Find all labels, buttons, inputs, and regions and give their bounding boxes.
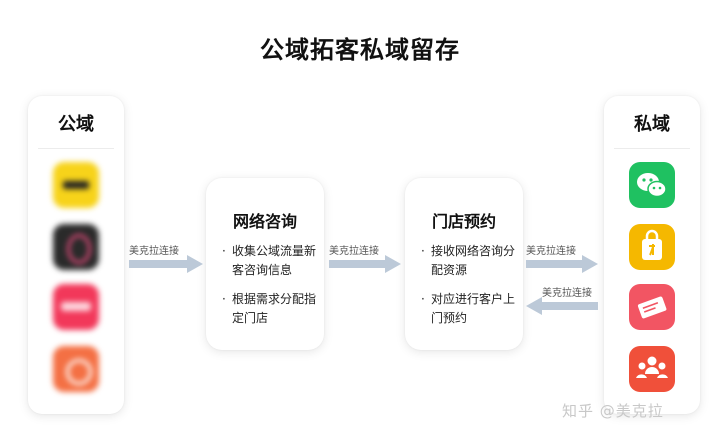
bullet-item: ·收集公域流量新客咨询信息 <box>222 244 317 277</box>
blurred-red-app-icon <box>53 284 99 330</box>
private-domain-label: 私域 <box>634 114 670 135</box>
store-booking-label: 门店预约 <box>431 212 496 231</box>
private-domain-card: 私域 <box>604 96 700 414</box>
public-domain-label: 公域 <box>58 114 94 135</box>
arrow-label: 美克拉连接 <box>542 288 592 299</box>
arrow-label: 美克拉连接 <box>329 246 379 257</box>
arrow-label: 美克拉连接 <box>526 246 576 257</box>
right-arrow <box>526 255 598 273</box>
network-consult-card: 网络咨询 ·收集公域流量新客咨询信息 ·根据需求分配指定门店 <box>206 178 324 350</box>
right-arrow <box>329 255 401 273</box>
shopping-bag-icon <box>629 224 675 270</box>
ticket-icon <box>629 284 675 330</box>
arrow-label: 美克拉连接 <box>129 246 179 257</box>
blurred-yellow-app-icon <box>53 162 99 208</box>
right-arrow <box>129 255 203 273</box>
public-domain-card: 公域 <box>28 96 124 414</box>
community-icon <box>629 346 675 392</box>
left-arrow <box>526 297 598 315</box>
bullet-item: ·根据需求分配指定门店 <box>222 292 317 325</box>
divider <box>38 148 114 149</box>
watermark: 知乎 @美克拉 <box>562 402 664 420</box>
diagram-title: 公域拓客私域留存 <box>260 36 460 64</box>
divider <box>614 148 690 149</box>
network-consult-label: 网络咨询 <box>232 212 297 231</box>
bullet-item: ·接收网络咨询分配资源 <box>421 244 516 277</box>
bullet-item: ·对应进行客户上门预约 <box>421 292 516 325</box>
blurred-orange-app-icon <box>53 346 99 392</box>
wechat-icon <box>629 162 675 208</box>
store-booking-card: 门店预约 ·接收网络咨询分配资源 ·对应进行客户上门预约 <box>405 178 523 350</box>
blurred-dark-app-icon <box>53 224 99 270</box>
